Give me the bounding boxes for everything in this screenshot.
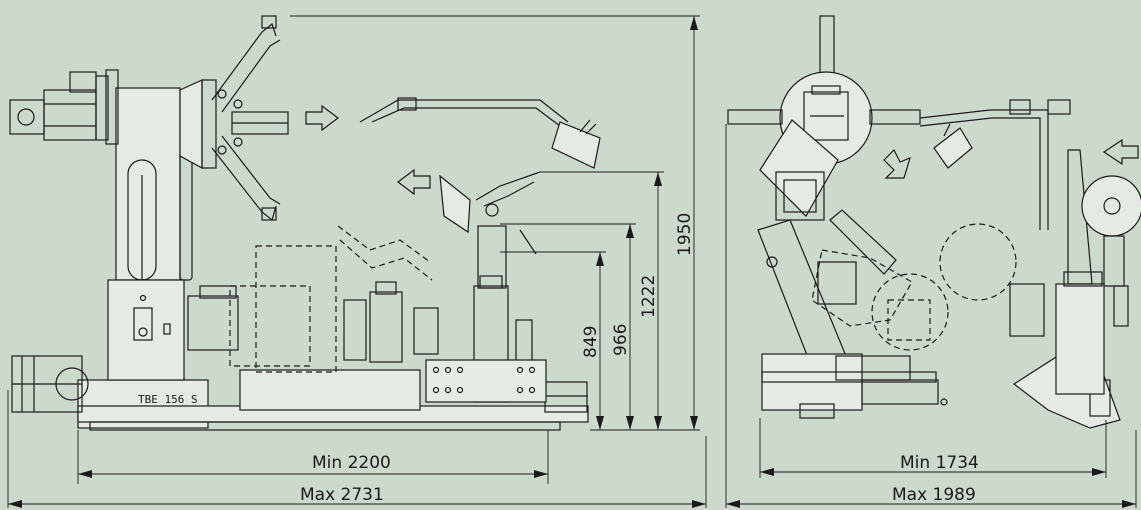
length-dim-lines xyxy=(7,390,707,508)
tool-arm-retracted xyxy=(439,171,541,289)
right-arm xyxy=(869,109,921,125)
carriage-assembly xyxy=(187,275,547,403)
control-panel xyxy=(133,307,153,341)
main-column xyxy=(115,87,181,281)
column-piston xyxy=(179,151,193,281)
slide-block xyxy=(425,359,547,403)
height-dim-lines xyxy=(290,15,700,431)
side-view xyxy=(7,15,707,508)
left-arm xyxy=(727,109,783,125)
dim-min-length: Min 2200 xyxy=(312,453,391,473)
dim-height-849: 849 xyxy=(581,326,601,358)
carriage-block xyxy=(239,369,421,411)
height-dim-arrows xyxy=(596,16,698,430)
arrow-right-icon xyxy=(305,104,339,132)
dim-max-length: Max 2731 xyxy=(300,485,384,505)
dashed-positions xyxy=(229,225,433,373)
clamp-arms xyxy=(211,15,289,222)
right-column xyxy=(1055,283,1105,395)
arrow-left-icon-front xyxy=(1102,138,1139,166)
front-tool-head xyxy=(933,127,973,169)
angled-housing xyxy=(759,119,839,217)
arrow-left-icon xyxy=(397,168,431,196)
front-wheel xyxy=(1081,175,1141,237)
drive-motor xyxy=(9,99,45,135)
base-foot xyxy=(89,421,561,431)
tool-arm-extended xyxy=(359,97,601,169)
dim-min-width: Min 1734 xyxy=(900,453,979,473)
arrow-down-right-icon xyxy=(883,148,911,179)
dim-max-width: Max 1989 xyxy=(892,485,976,505)
dim-height-1950: 1950 xyxy=(675,213,695,256)
wheel-flange xyxy=(179,79,203,170)
model-label: TBE 156 S xyxy=(138,393,198,406)
dim-height-966: 966 xyxy=(611,324,631,356)
front-view xyxy=(725,15,1141,508)
left-wheel xyxy=(55,367,89,401)
dim-height-1222: 1222 xyxy=(639,275,659,318)
